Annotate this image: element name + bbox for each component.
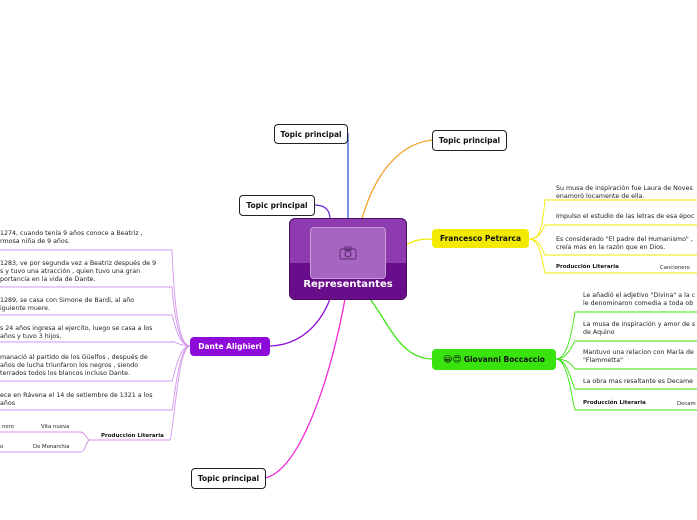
camera-icon: [310, 227, 386, 279]
petrarca-item-2: Impulso el estudio de las letras de esa …: [556, 213, 695, 220]
boccaccio-label: Giovanni Boccaccio: [463, 355, 545, 364]
dante-prod-value-4: De Monarchia: [33, 444, 70, 450]
petrarca-prod-label: Producción Literaria: [556, 264, 619, 270]
petrarca-item-1: Su musa de inspiración fue Laura de Nove…: [556, 185, 693, 200]
boccaccio-item-4: La obra mas resaltante es Decame: [583, 378, 694, 385]
dante-item-1: 1274, cuando tenía 9 años conoce a Beatr…: [0, 230, 143, 245]
dante-prod-value-3: o: [0, 444, 4, 450]
topic-principal-left[interactable]: Topic principal: [239, 195, 315, 216]
boccaccio-prod-label: Producción Literaria: [583, 400, 646, 406]
dante-prod-label: Producción Literaria: [101, 433, 164, 439]
petrarca-item-3: Es considerado "El padre del Humanismo" …: [556, 236, 693, 251]
dante-prod-value-1: nero: [2, 424, 14, 430]
dante-item-6: ece en Rávena el 14 de setiembre de 1321…: [0, 392, 153, 407]
dante-item-3: 1289, se casa con Simone de Bardi, al añ…: [0, 297, 135, 312]
boccaccio-item-3: Mantuvo una relacion con María de"Flamme…: [583, 349, 694, 364]
petrarca-node[interactable]: Francesco Petrarca: [432, 229, 529, 248]
dante-item-4: s 24 años ingresa al ejercito, luego se …: [0, 325, 153, 340]
emoji-icon: 😀😍: [443, 354, 462, 365]
topic-principal-top[interactable]: Topic principal: [274, 124, 348, 144]
boccaccio-prod-value: Decam: [677, 401, 696, 407]
dante-item-2: 1283, ve por segunda vez a Beatriz despu…: [0, 260, 157, 283]
dante-prod-value-2: Vita nueva: [41, 424, 70, 430]
dante-item-5: manació al partido de los Güelfos , desp…: [0, 354, 148, 377]
central-topic[interactable]: Representantes: [290, 219, 406, 299]
petrarca-prod-value: Cancionero: [660, 265, 690, 271]
topic-principal-bottom[interactable]: Topic principal: [191, 468, 266, 489]
dante-node[interactable]: Dante Alighieri: [190, 337, 270, 356]
central-topic-title: Representantes: [303, 279, 393, 290]
topic-principal-right[interactable]: Topic principal: [432, 130, 507, 151]
boccaccio-node[interactable]: 😀😍 Giovanni Boccaccio: [432, 349, 556, 370]
